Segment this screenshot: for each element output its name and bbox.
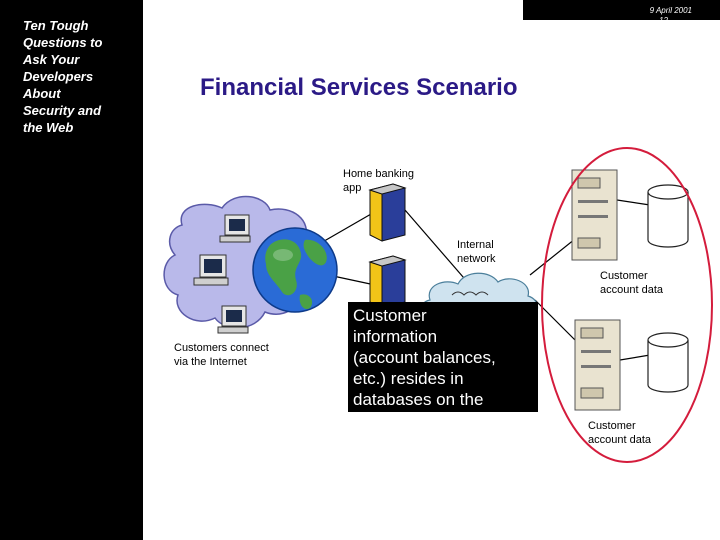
db-label-top: Customer account data [600, 270, 663, 296]
customer-computer-2 [193, 254, 229, 286]
info-callout: Customer information (account balances, … [348, 302, 538, 412]
home-banking-label: Home banking app [343, 168, 414, 194]
internal-network-label: Internal network [457, 239, 496, 265]
line-server-to-cylinder-top [616, 199, 651, 206]
line-app-to-network [404, 209, 471, 286]
globe-icon [252, 227, 338, 313]
database-cylinder-top [647, 184, 689, 248]
customer-computer-1 [219, 214, 251, 243]
slide-date: 9 April 2001 [649, 6, 692, 15]
internal-server-icon [368, 255, 407, 309]
database-server-bottom [574, 319, 621, 411]
customer-computer-3 [217, 305, 249, 334]
customers-label: Customers connect via the Internet [174, 342, 269, 368]
slide-title: Financial Services Scenario [200, 74, 518, 101]
database-server-top [571, 169, 618, 261]
database-cylinder-bottom [647, 332, 689, 393]
header-bar: 9 April 2001 12 [523, 0, 720, 25]
sidebar-title: Ten Tough Questions to Ask Your Develope… [23, 18, 103, 135]
home-banking-server-icon [368, 183, 407, 242]
highlight-ellipse [541, 147, 713, 463]
line-server-to-cylinder-bottom [619, 354, 651, 361]
db-label-bottom: Customer account data [588, 420, 651, 446]
page-number: 12 [659, 16, 668, 25]
